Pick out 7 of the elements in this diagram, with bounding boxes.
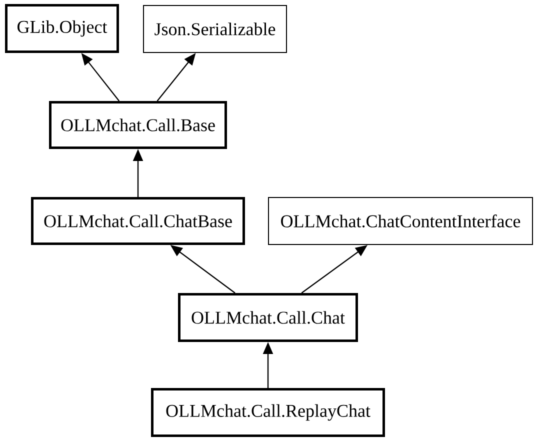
class-box: GLib.Object — [5, 4, 119, 53]
class-box: OLLMchat.Call.Base — [49, 101, 227, 149]
class-box: OLLMchat.Call.ChatBase — [31, 197, 245, 245]
class-box: OLLMchat.ChatContentInterface — [268, 197, 533, 245]
class-box: OLLMchat.Call.ReplayChat — [151, 388, 385, 437]
class-box: OLLMchat.Call.Chat — [178, 293, 358, 342]
class-box: Json.Serializable — [143, 5, 287, 53]
